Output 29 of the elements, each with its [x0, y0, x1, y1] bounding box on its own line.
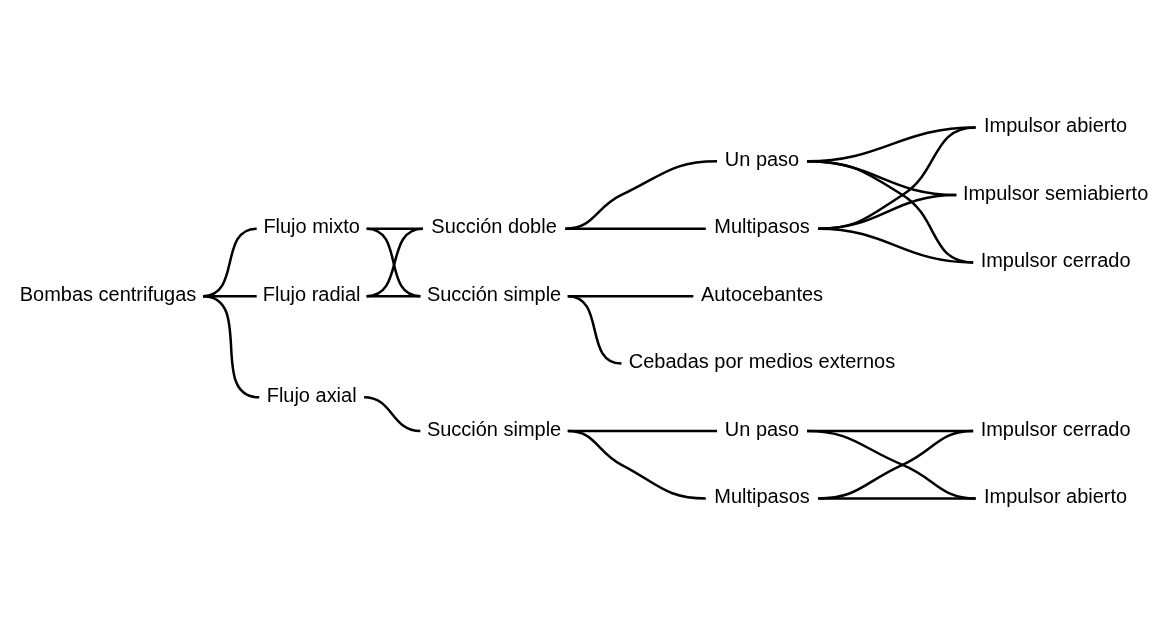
connector [818, 193, 957, 230]
node-text: Flujo mixto [263, 215, 360, 238]
connector [567, 429, 706, 500]
node-text: Multipasos [714, 485, 810, 508]
connector [818, 227, 974, 264]
node-text: Bombas centrifugas [19, 282, 197, 305]
connector [567, 294, 622, 365]
node-text: Impulsor abierto [984, 114, 1128, 137]
connector [202, 294, 260, 399]
connector [364, 396, 421, 433]
node-text: Flujo radial [262, 282, 361, 305]
connector [818, 126, 976, 230]
node-text: Impulsor abierto [984, 485, 1128, 508]
node-text: Multipasos [714, 215, 810, 238]
node-text: Un paso [724, 417, 800, 440]
node-text: Succión simple [426, 282, 562, 305]
node-text: Succión doble [431, 215, 557, 238]
node-text: Impulsor cerrado [980, 249, 1131, 272]
node-text: Flujo axial [266, 384, 357, 407]
node-text: Impulsor cerrado [980, 417, 1131, 440]
node-text: Impulsor semiabierto [962, 181, 1149, 204]
node-text: Un paso [724, 147, 800, 170]
connector [565, 227, 706, 230]
connector [806, 159, 974, 264]
connector [565, 159, 718, 230]
node-text: Succión simple [426, 417, 562, 440]
node-text: Autocebantes [700, 282, 824, 305]
node-text: Cebadas por medios externos [628, 350, 896, 373]
connector [366, 227, 423, 230]
